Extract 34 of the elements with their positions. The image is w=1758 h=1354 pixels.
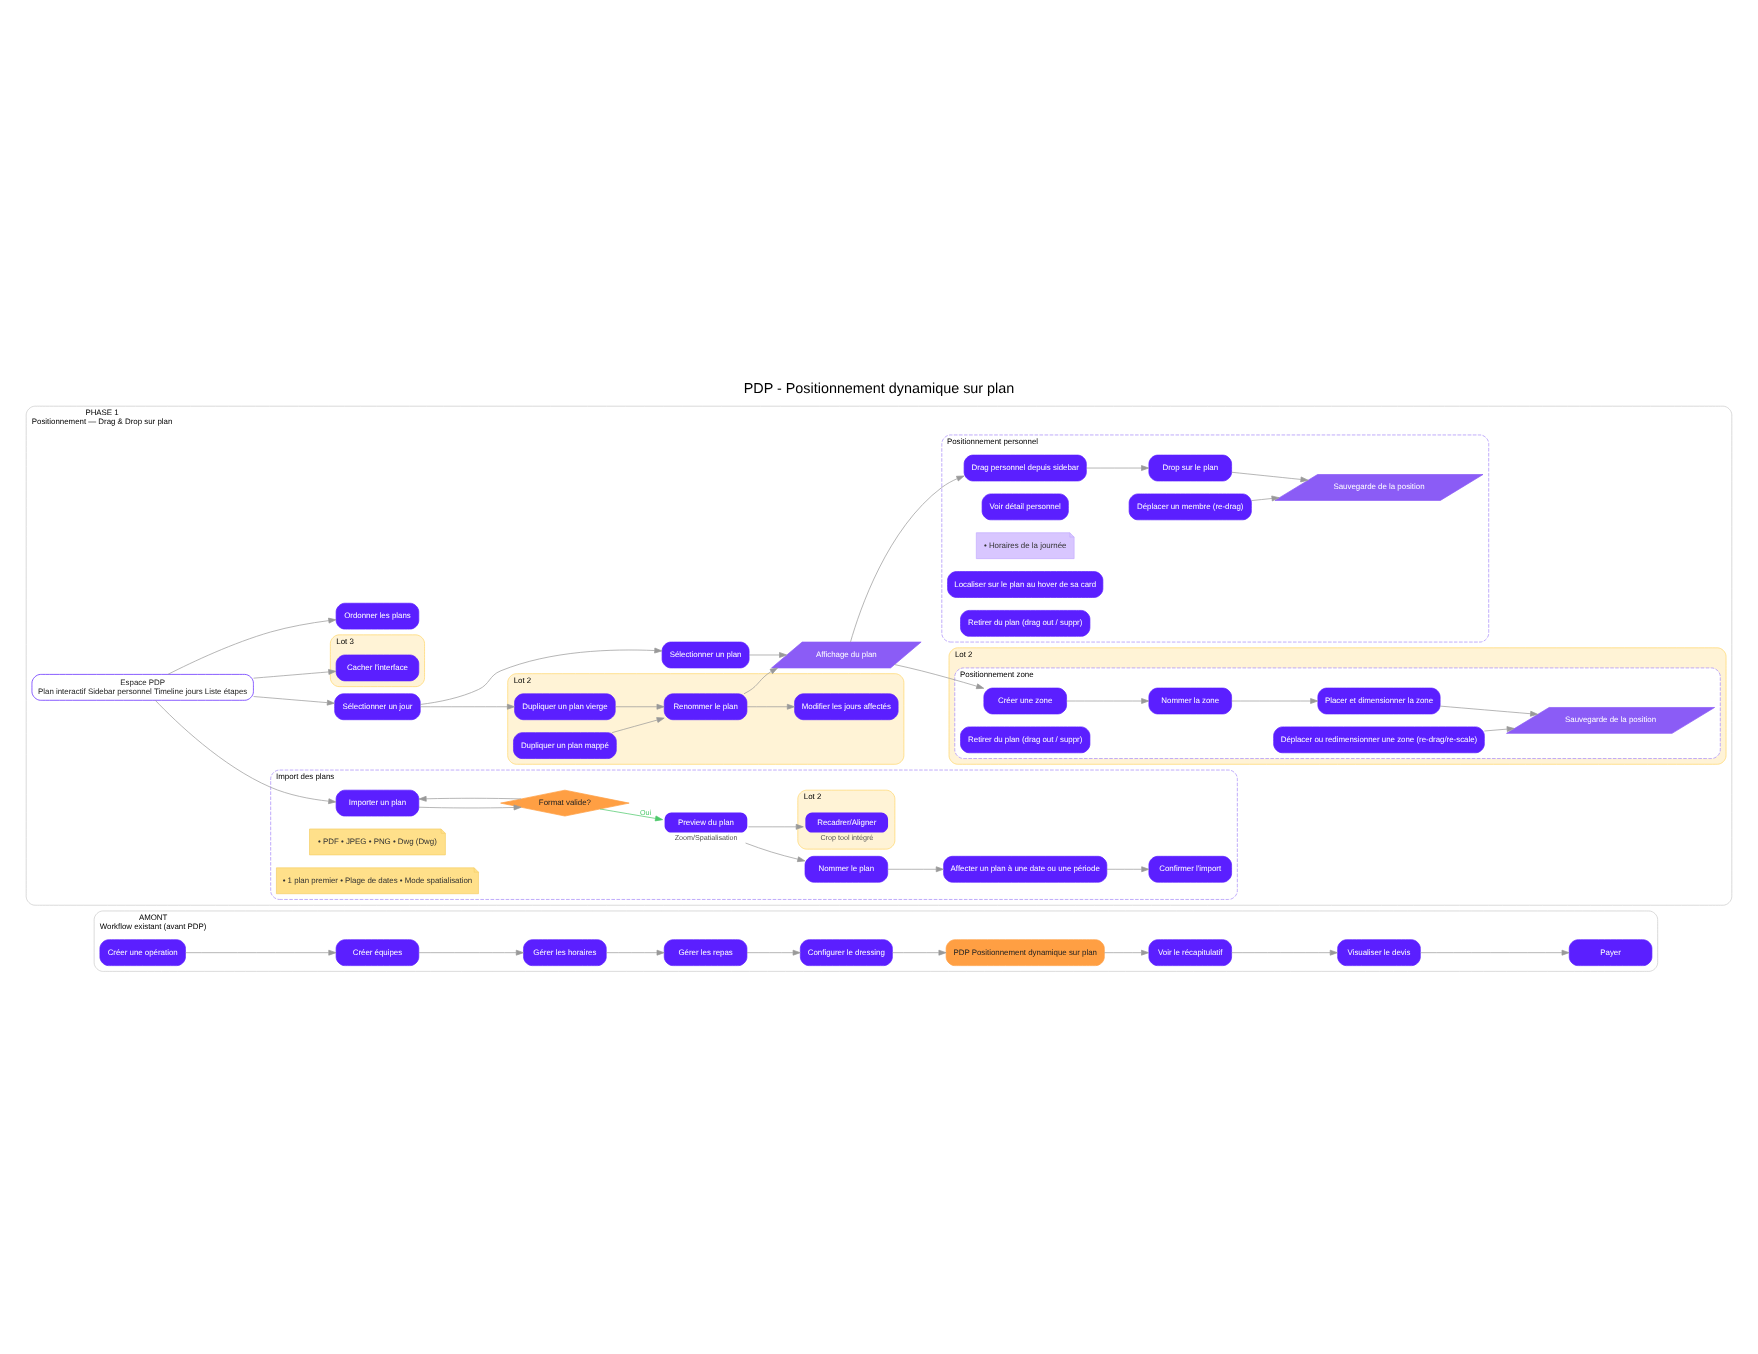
arrow [185, 948, 337, 955]
arrow [1439, 704, 1539, 716]
arrow [614, 702, 665, 709]
arrow [605, 948, 665, 955]
arrow [743, 666, 778, 694]
diagram-title: PDP - Positionnement dynamique sur plan [743, 378, 1015, 397]
arrow [253, 695, 335, 705]
arrow [420, 702, 515, 709]
arrow [154, 698, 337, 804]
arrow [887, 865, 944, 872]
arrow [420, 646, 663, 704]
arrow [745, 841, 806, 862]
arrow [1251, 494, 1280, 501]
arrow [611, 716, 665, 732]
arrow [1231, 948, 1338, 955]
arrow [599, 807, 663, 821]
arrow [1484, 725, 1515, 731]
arrow [418, 794, 522, 801]
arrow [1231, 697, 1319, 703]
arrow [253, 668, 337, 678]
arrow [418, 948, 524, 955]
arrow [1231, 470, 1309, 482]
arrow [748, 822, 804, 829]
arrow [1420, 948, 1570, 955]
arrow [748, 651, 788, 657]
arrow [1066, 697, 1150, 703]
arrow [1086, 464, 1150, 470]
arrow [418, 803, 522, 810]
arrow [167, 616, 337, 674]
arrow [1106, 865, 1150, 872]
arrow [892, 948, 947, 955]
arrow [1104, 948, 1150, 955]
arrow [746, 948, 801, 955]
arrow [746, 702, 795, 709]
